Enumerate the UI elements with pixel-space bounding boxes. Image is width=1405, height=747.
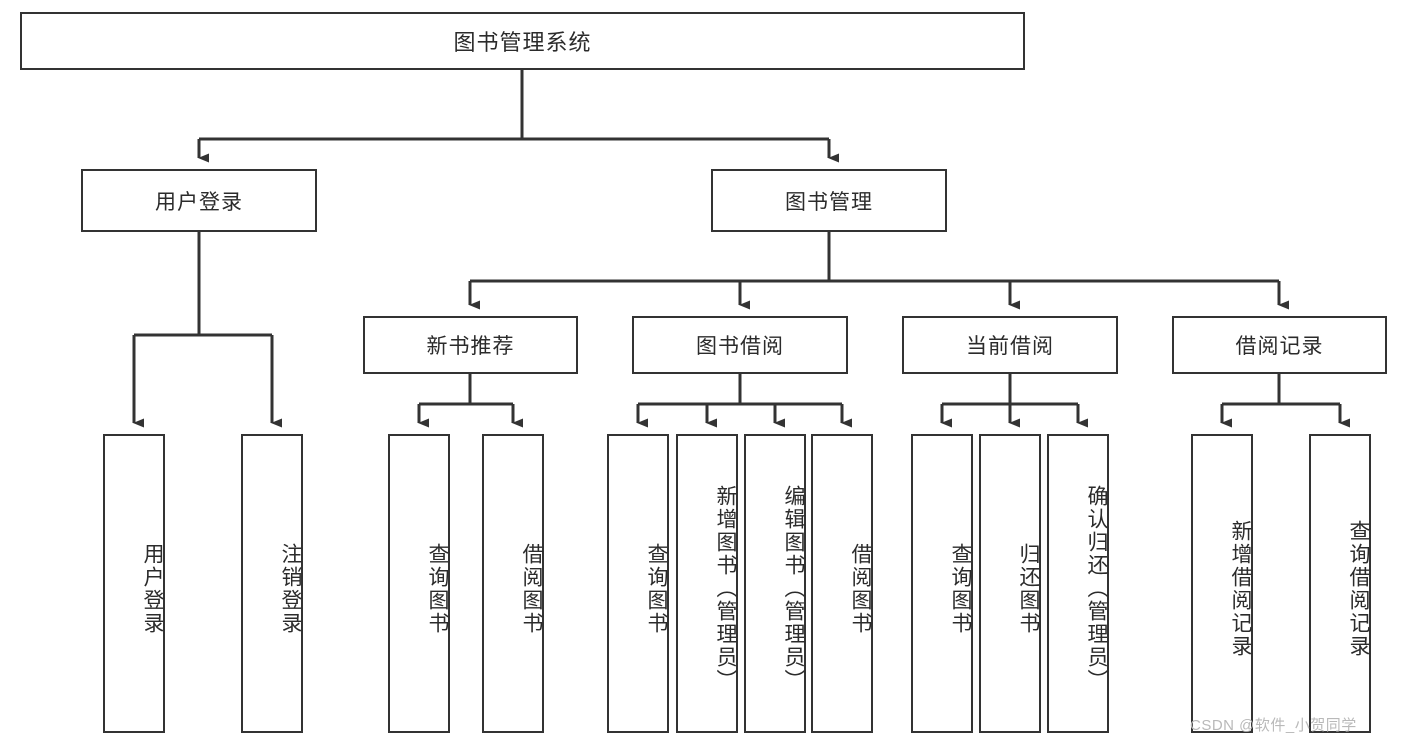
- leaf-confirm-return-admin[interactable]: 确认归还（管理员）: [1047, 434, 1109, 733]
- node-book-borrow[interactable]: 图书借阅: [632, 316, 848, 374]
- leaf-borrow-book[interactable]: 借阅图书: [811, 434, 873, 733]
- leaf-borrow-books-new[interactable]: 借阅图书: [482, 434, 544, 733]
- node-new-book-recommend[interactable]: 新书推荐: [363, 316, 578, 374]
- leaf-add-borrow-record[interactable]: 新增借阅记录: [1191, 434, 1253, 733]
- leaf-query-books-new[interactable]: 查询图书: [388, 434, 450, 733]
- leaf-logout[interactable]: 注销登录: [241, 434, 303, 733]
- leaf-query-books-borrow[interactable]: 查询图书: [607, 434, 669, 733]
- watermark: CSDN @软件_小贺同学: [1190, 717, 1357, 734]
- node-book-management[interactable]: 图书管理: [711, 169, 947, 232]
- leaf-user-login[interactable]: 用户登录: [103, 434, 165, 733]
- node-user-login[interactable]: 用户登录: [81, 169, 317, 232]
- leaf-query-borrow-record[interactable]: 查询借阅记录: [1309, 434, 1371, 733]
- leaf-query-books-current[interactable]: 查询图书: [911, 434, 973, 733]
- node-borrow-records[interactable]: 借阅记录: [1172, 316, 1387, 374]
- node-root[interactable]: 图书管理系统: [20, 12, 1025, 70]
- leaf-return-book[interactable]: 归还图书: [979, 434, 1041, 733]
- leaf-add-book-admin[interactable]: 新增图书（管理员）: [676, 434, 738, 733]
- leaf-edit-book-admin[interactable]: 编辑图书（管理员）: [744, 434, 806, 733]
- node-current-borrow[interactable]: 当前借阅: [902, 316, 1118, 374]
